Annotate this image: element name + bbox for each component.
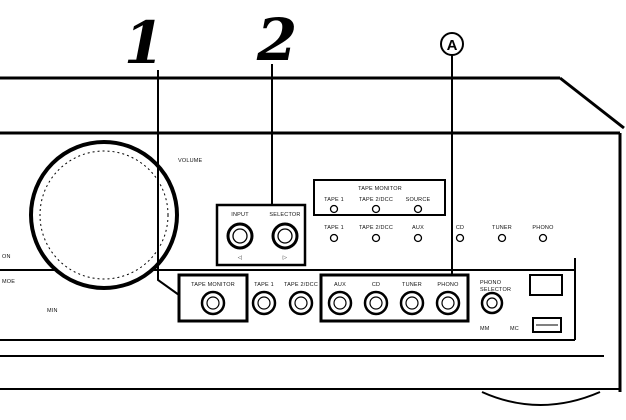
- input-selector: INPUT ◁ SELECTOR ▷: [226, 212, 300, 261]
- input-led-label-tape-1: TAPE 1: [324, 225, 344, 231]
- phono-mm-label: MM: [480, 326, 490, 332]
- tape-button-label-tape-1: TAPE 1: [254, 282, 274, 288]
- input-led-label-phono: PHONO: [532, 225, 554, 231]
- input-led-label-cd: CD: [456, 225, 464, 231]
- tape-monitor-led-label-tape-2-dcc: TAPE 2/DCC: [359, 197, 393, 203]
- phono-selector-button[interactable]: [480, 291, 504, 315]
- tape-button-label-tape-2-dcc: TAPE 2/DCC: [284, 282, 318, 288]
- input-led-label-aux: AUX: [412, 225, 424, 231]
- input-indicator-leds: TAPE 1 TAPE 2/DCC AUX CD TUNER PHONO: [324, 225, 554, 243]
- min-label: MIN: [47, 308, 58, 314]
- source-button-label-tuner: TUNER: [402, 282, 422, 288]
- tape-monitor-led-label-source: SOURCE: [406, 197, 431, 203]
- tape-monitor-led-label-tape-1: TAPE 1: [324, 197, 344, 203]
- small-switch[interactable]: [532, 317, 562, 333]
- callout-a-letter: A: [447, 37, 458, 54]
- tape-button-tape-1[interactable]: [251, 290, 277, 316]
- source-buttons: AUX CD TUNER PHONO: [327, 282, 461, 316]
- volume-knob[interactable]: [29, 140, 179, 290]
- tape-monitor-leds: TAPE 1 TAPE 2/DCC SOURCE: [324, 197, 431, 214]
- volume-label: VOLUME: [178, 158, 203, 164]
- input-led-label-tape-2-dcc: TAPE 2/DCC: [359, 225, 393, 231]
- source-button-tuner[interactable]: [399, 290, 425, 316]
- tape-monitor-led-source: [413, 204, 423, 214]
- source-button-label-aux: AUX: [334, 282, 346, 288]
- input-selector-arrow-right: ▷: [283, 255, 288, 261]
- source-button-cd[interactable]: [363, 290, 389, 316]
- leader-line-1: [157, 70, 180, 296]
- phono-mc-label: MC: [510, 326, 519, 332]
- input-selector-down-button[interactable]: [226, 222, 254, 250]
- input-selector-box: [215, 203, 307, 267]
- input-led-label-tuner: TUNER: [492, 225, 512, 231]
- input-selector-arrow-left: ◁: [238, 255, 243, 261]
- input-selector-label-selector: SELECTOR: [269, 212, 300, 218]
- source-button-label-phono: PHONO: [437, 282, 459, 288]
- tape-monitor-group-title: TAPE MONITOR: [358, 186, 402, 192]
- tape-monitor-led-tape-2-dcc: [371, 204, 381, 214]
- tape-button-tape-2-dcc[interactable]: [288, 290, 314, 316]
- tape-monitor-led-tape-1: [329, 204, 339, 214]
- source-button-aux[interactable]: [327, 290, 353, 316]
- input-led-phono: [538, 233, 548, 243]
- display-window: [529, 274, 563, 296]
- callout-2: 2: [256, 6, 297, 74]
- phono-selector-label-top: PHONO: [480, 280, 502, 286]
- chassis-foot: [481, 391, 601, 406]
- input-led-aux: [413, 233, 423, 243]
- phono-selector-label-bottom: SELECTOR: [480, 287, 511, 293]
- power-on-label: ON: [2, 254, 11, 260]
- callout-a: A: [440, 32, 464, 56]
- input-led-tuner: [497, 233, 507, 243]
- input-selector-up-button[interactable]: [271, 222, 299, 250]
- tape-monitor-button[interactable]: [200, 290, 226, 316]
- source-buttons-box: [319, 273, 470, 323]
- input-led-cd: [455, 233, 465, 243]
- tape-monitor-indicator-box: [313, 179, 446, 216]
- input-led-tape-1: [329, 233, 339, 243]
- tape-monitor-button-label: TAPE MONITOR: [191, 282, 235, 288]
- input-selector-label-input: INPUT: [231, 212, 249, 218]
- source-button-phono[interactable]: [435, 290, 461, 316]
- chassis-top-corner: [559, 76, 625, 130]
- input-led-tape-2-dcc: [371, 233, 381, 243]
- tape-monitor-button-box: [177, 273, 249, 323]
- callout-1: 1: [124, 9, 164, 77]
- leader-lines: [157, 52, 453, 296]
- mode-label: MOE: [2, 279, 15, 285]
- source-button-label-cd: CD: [372, 282, 380, 288]
- tape-buttons: TAPE 1 TAPE 2/DCC: [251, 282, 318, 316]
